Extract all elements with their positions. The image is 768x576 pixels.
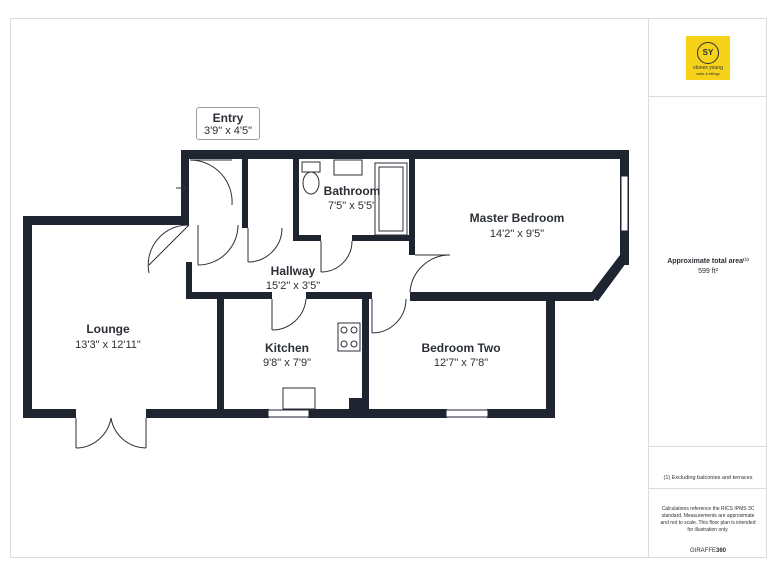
wall-bath-west — [293, 150, 299, 238]
wall-master-west — [409, 235, 415, 255]
door-lounge-patio-b — [110, 417, 147, 449]
wall-bath-east — [409, 150, 415, 241]
room-dims-lounge: 13'3" x 12'11" — [75, 339, 141, 351]
walls — [23, 150, 629, 418]
total-area-value: 599 ft² — [698, 268, 718, 275]
basin — [333, 159, 363, 176]
sink — [282, 387, 316, 410]
door-bathroom — [320, 240, 353, 273]
wall-bath-south-b — [352, 235, 415, 241]
info-sidebar: SY stones young sales & lettings Approxi… — [648, 18, 767, 558]
divider — [649, 488, 767, 489]
credit-suffix: 360 — [716, 548, 727, 554]
wall-hall-south-a — [186, 292, 272, 299]
wall-bay — [588, 255, 629, 301]
wall-north — [181, 150, 629, 159]
room-dims-master-bedroom: 14'2" x 9'5" — [489, 228, 545, 240]
window-master — [620, 175, 629, 232]
total-area-label: Approximate total area⁽¹⁾ — [667, 258, 749, 265]
wall-hall-west — [186, 262, 192, 299]
door-bedroom-two — [371, 298, 407, 334]
hob-ring — [340, 326, 348, 334]
window-kitchen — [267, 409, 310, 418]
room-name-master-bedroom: Master Bedroom — [469, 211, 565, 225]
room-dims-kitchen: 9'8" x 7'9" — [262, 357, 312, 369]
wall-lounge-south-a — [23, 409, 76, 418]
toilet-cistern — [301, 161, 321, 173]
wall-lounge-east — [217, 296, 224, 410]
divider — [649, 446, 767, 447]
wall-lounge-south-b — [146, 409, 269, 418]
wall-entry-west — [181, 150, 189, 220]
fixtures — [176, 159, 408, 410]
logo-tagline: sales & lettings — [696, 72, 720, 76]
room-name-bedroom-two: Bedroom Two — [421, 341, 501, 355]
hob-ring — [340, 340, 348, 348]
wall-hall-south-b — [306, 292, 372, 299]
bathtub — [374, 162, 408, 236]
wall-cupboard — [242, 150, 248, 228]
wall-kitchen-east — [362, 292, 369, 410]
room-dims-bathroom: 7'5" x 5'5" — [327, 200, 377, 212]
hob — [337, 322, 361, 352]
wall-bath-south-a — [293, 235, 321, 241]
door-kitchen — [271, 298, 307, 331]
wall-south-d — [487, 409, 555, 418]
room-name-entry: Entry — [212, 111, 244, 125]
wall-south-c — [308, 409, 447, 418]
kitchen-column — [349, 398, 363, 410]
door-front — [189, 159, 233, 206]
room-name-bathroom: Bathroom — [323, 184, 381, 198]
floorplan-frame — [10, 18, 767, 558]
wall-master-south — [410, 292, 594, 301]
disclaimer: Calculations reference the RICS IPMS 3C … — [660, 506, 756, 533]
wall-bed2-east — [546, 292, 555, 418]
door-lounge-patio-a — [75, 417, 112, 449]
logo-monogram: SY — [697, 42, 719, 64]
room-name-kitchen: Kitchen — [264, 341, 310, 355]
credit-prefix: GIRAFFE — [689, 548, 716, 554]
hob-ring — [350, 326, 358, 334]
door-master — [409, 254, 451, 293]
hob-ring — [350, 340, 358, 348]
door-cupboard — [247, 227, 283, 263]
room-name-hallway: Hallway — [270, 264, 316, 278]
logo-brand: stones young — [693, 65, 723, 71]
doors — [75, 159, 451, 449]
entrance-arrow-icon — [176, 182, 187, 194]
door-lounge — [147, 224, 190, 274]
area-footnote: (1) Excluding balconies and terraces — [663, 475, 753, 481]
windows — [267, 175, 629, 418]
door-entry-inner — [197, 224, 239, 266]
wall-lounge-north — [23, 216, 189, 225]
entry-label-box: Entry 3'9" x 4'5" — [196, 107, 260, 140]
room-dims-bedroom-two: 12'7" x 7'8" — [433, 357, 489, 369]
room-dims-entry: 3'9" x 4'5" — [203, 125, 253, 137]
wall-lounge-west — [23, 216, 32, 418]
bathtub-inner — [378, 166, 404, 232]
floor-plan — [23, 150, 629, 449]
window-bedroom-two — [445, 409, 489, 418]
toilet-bowl — [302, 171, 320, 195]
room-name-lounge: Lounge — [86, 322, 130, 336]
agency-logo: SY stones young sales & lettings — [686, 36, 730, 80]
giraffe360-credit: GIRAFFE360 — [649, 548, 767, 554]
room-dims-hallway: 15'2" x 3'5" — [265, 280, 321, 292]
logo-section: SY stones young sales & lettings — [649, 18, 767, 97]
